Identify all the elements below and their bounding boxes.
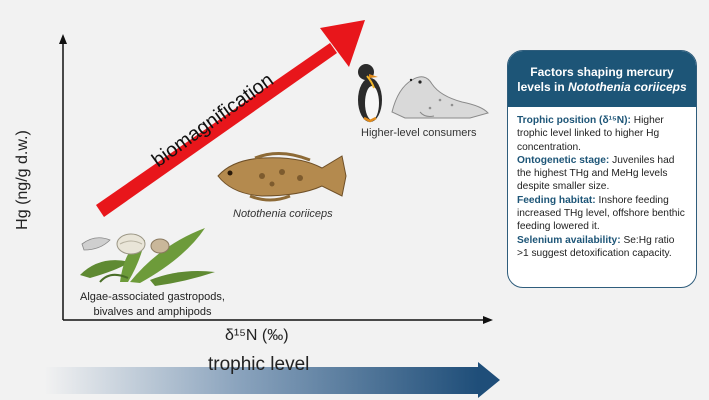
panel-title-line1: Factors shaping mercury [530, 65, 674, 79]
biomagnification-arrow [96, 20, 365, 217]
gastropod-icon [150, 238, 170, 254]
factor-item: Ontogenetic stage: Juveniles had the hig… [517, 154, 687, 194]
seal-icon [391, 76, 489, 119]
factor-text: Higher trophic level linked to higher Hg… [517, 115, 664, 153]
y-axis-label: Hg (ng/g d.w.) [14, 130, 31, 230]
factor-heading: Feeding habitat: [517, 194, 596, 206]
trophic-level-label: trophic level [208, 354, 310, 375]
higher-consumers-label: Higher-level consumers [361, 127, 477, 139]
amphipod-icon [81, 237, 111, 251]
panel-title-species: Notothenia coriiceps [568, 80, 687, 94]
algae-label-line2: bivalves and amphipods [93, 306, 212, 318]
bivalve-icon [116, 233, 146, 255]
factor-heading: Trophic position (δ¹⁵N): [517, 115, 631, 126]
factor-text: Se:Hg ratio >1 suggest detoxification ca… [517, 234, 675, 259]
algae-label-line1: Algae-associated gastropods, [80, 291, 225, 303]
penguin-icon [358, 64, 382, 123]
x-axis-label: δ¹⁵N (‰) [225, 327, 289, 344]
panel-title-prefix: levels in [517, 80, 568, 94]
algae-label: Algae-associated gastropods, bivalves an… [70, 290, 235, 320]
fish-icon [217, 152, 347, 202]
factors-panel: Factors shaping mercury levels in Nototh… [507, 50, 697, 288]
factor-item: Trophic position (δ¹⁵N): Higher trophic … [517, 114, 687, 154]
factor-heading: Selenium availability: [517, 234, 621, 246]
panel-title: Factors shaping mercury levels in Nototh… [508, 51, 696, 107]
factor-item: Feeding habitat: Inshore feeding increas… [517, 194, 687, 234]
factor-item: Selenium availability: Se:Hg ratio >1 su… [517, 234, 687, 261]
y-axis [59, 34, 67, 320]
x-axis [63, 316, 493, 324]
trophic-gradient-arrow [44, 362, 500, 398]
panel-body: Trophic position (δ¹⁵N): Higher trophic … [508, 107, 696, 260]
factor-heading: Ontogenetic stage: [517, 154, 610, 166]
factor-text: Juveniles had the highest THg and MeHg l… [517, 154, 675, 193]
algae-icon [80, 228, 215, 286]
notothenia-label: Notothenia coriiceps [233, 208, 333, 220]
factor-text: Inshore feeding increased THg level, off… [517, 194, 685, 233]
